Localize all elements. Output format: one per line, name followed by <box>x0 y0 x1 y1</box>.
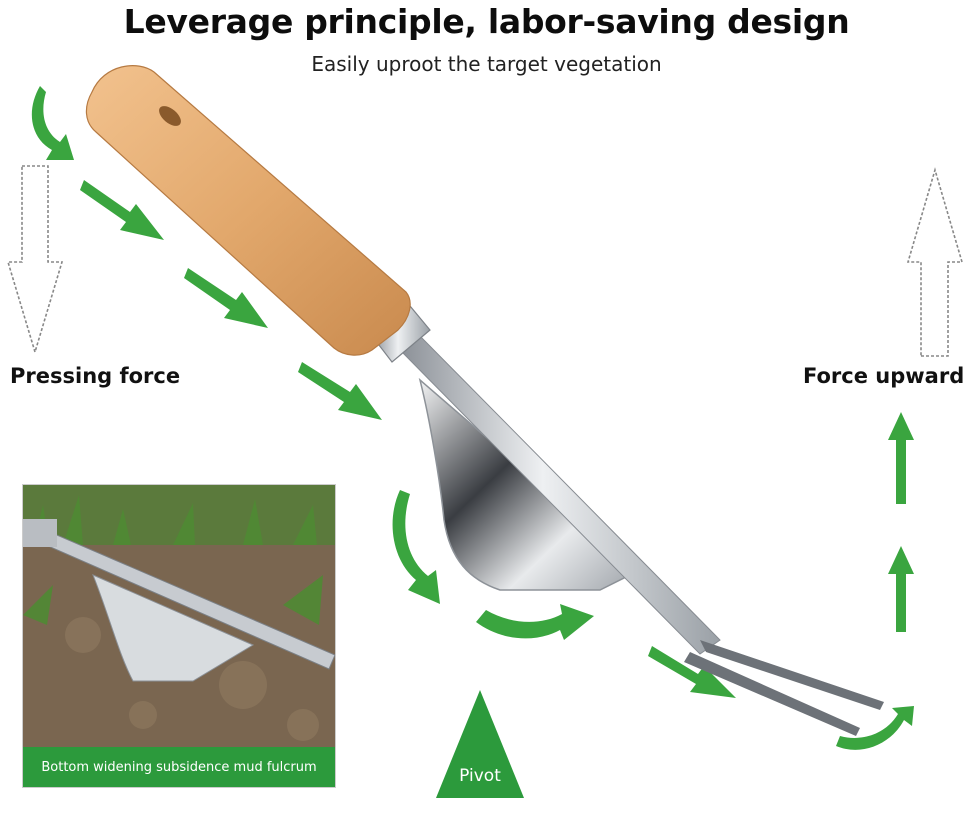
page-title: Leverage principle, labor-saving design <box>123 2 850 41</box>
tool-handle <box>85 65 411 356</box>
inset-photo-art <box>23 485 335 787</box>
tool-fork <box>684 640 884 736</box>
force-upward-label: Force upward <box>803 364 965 388</box>
green-triangle-icon <box>436 690 524 798</box>
outline-up-arrow-icon <box>906 167 964 357</box>
inset-caption: Bottom widening subsidence mud fulcrum <box>23 747 335 787</box>
handle-hole <box>159 106 181 126</box>
outline-down-arrow-icon <box>6 165 64 355</box>
inset-photo: Bottom widening subsidence mud fulcrum <box>22 484 336 788</box>
pressing-force-label: Pressing force <box>10 364 181 388</box>
page-subtitle: Easily uproot the target vegetation <box>311 52 662 76</box>
pivot-label: Pivot <box>459 766 501 786</box>
green-arrow-icon <box>31 86 914 750</box>
